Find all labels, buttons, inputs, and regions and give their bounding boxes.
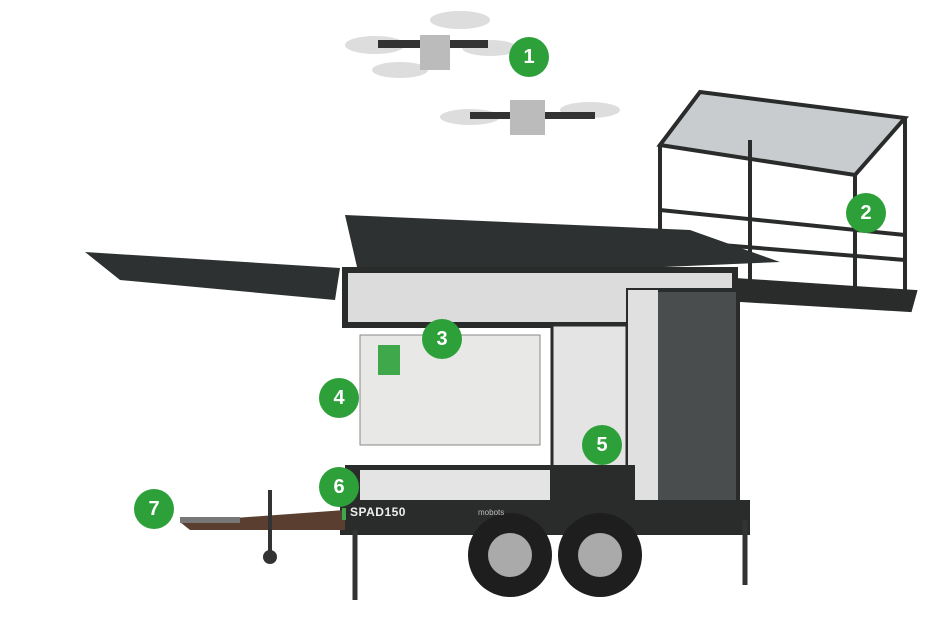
- callout-badge-1[interactable]: 1: [509, 37, 549, 77]
- solar-panel-left: [85, 252, 340, 300]
- callout-badge-7[interactable]: 7: [134, 489, 174, 529]
- brand-label: mobots: [478, 508, 505, 517]
- callout-badge-4[interactable]: 4: [319, 378, 359, 418]
- drone-top: [345, 11, 518, 78]
- solar-panel-roof: [345, 215, 780, 280]
- model-label: SPAD150: [350, 505, 406, 519]
- callout-badge-2[interactable]: 2: [846, 193, 886, 233]
- callout-badge-5[interactable]: 5: [582, 425, 622, 465]
- callout-badge-6[interactable]: 6: [319, 467, 359, 507]
- wheels: [468, 513, 642, 597]
- drone-bottom: [440, 100, 620, 135]
- callout-badge-3[interactable]: 3: [422, 319, 462, 359]
- front-deck: [180, 510, 345, 530]
